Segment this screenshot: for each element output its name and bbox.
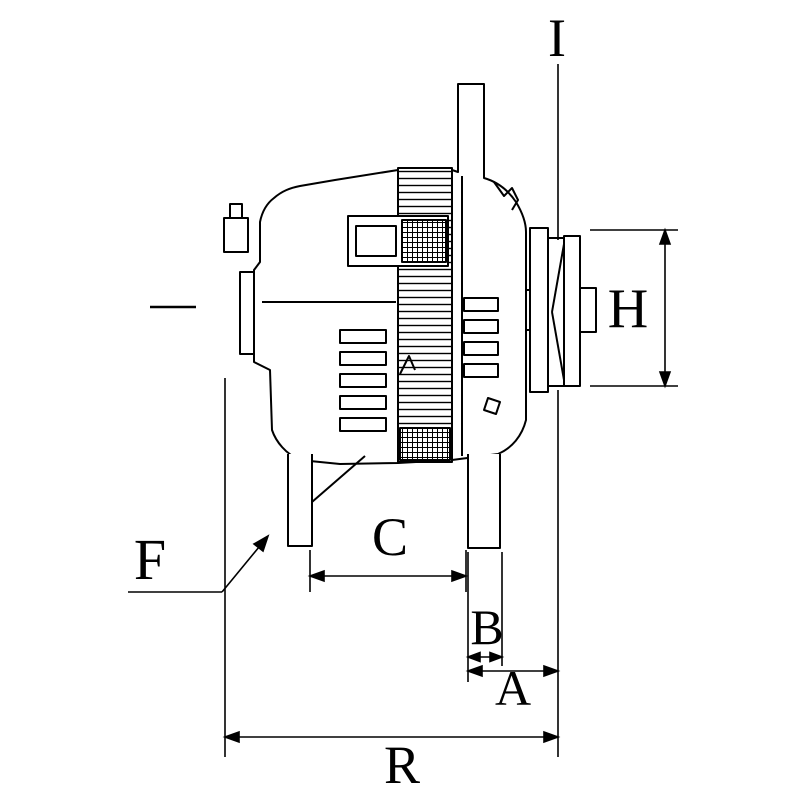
dim-label-f: F xyxy=(133,527,167,592)
alternator-body xyxy=(223,83,530,465)
shaft-nut xyxy=(579,287,597,333)
dim-a xyxy=(465,664,561,678)
groove-v-lower xyxy=(551,311,565,381)
rear-vent-slots xyxy=(339,329,387,432)
dim-h xyxy=(590,227,678,389)
dimension-annotations xyxy=(128,64,678,757)
pulley-left-flange xyxy=(529,227,549,393)
dim-c xyxy=(307,550,469,592)
dim-label-i: I xyxy=(548,8,566,68)
right-mounting-lug xyxy=(467,454,501,549)
band-marker xyxy=(399,355,416,375)
left-mounting-lug xyxy=(287,454,313,547)
stator-fin-band xyxy=(397,167,453,463)
groove-v-upper xyxy=(551,243,565,313)
lug-brace xyxy=(311,455,366,503)
dim-label-b: B xyxy=(470,599,504,655)
mounting-lugs xyxy=(287,454,501,549)
lower-hatch-block xyxy=(399,427,451,461)
dim-label-r: R xyxy=(383,735,421,795)
front-tab xyxy=(483,397,501,415)
front-vent-slots xyxy=(463,297,499,378)
dim-r xyxy=(222,378,561,757)
dim-f-leader xyxy=(128,534,270,593)
dim-b xyxy=(465,552,505,682)
fan-edge xyxy=(493,181,519,211)
regulator-hatch xyxy=(401,219,447,263)
pulley-right-flange xyxy=(563,235,581,387)
rear-boss xyxy=(239,271,255,355)
dim-label-h: H xyxy=(607,278,649,340)
terminal-stud xyxy=(229,203,243,219)
regulator-inner xyxy=(355,225,397,257)
terminal-block xyxy=(223,217,249,253)
dim-label-c: C xyxy=(371,507,409,567)
dim-label-a: A xyxy=(494,660,532,716)
pulley xyxy=(529,227,597,393)
